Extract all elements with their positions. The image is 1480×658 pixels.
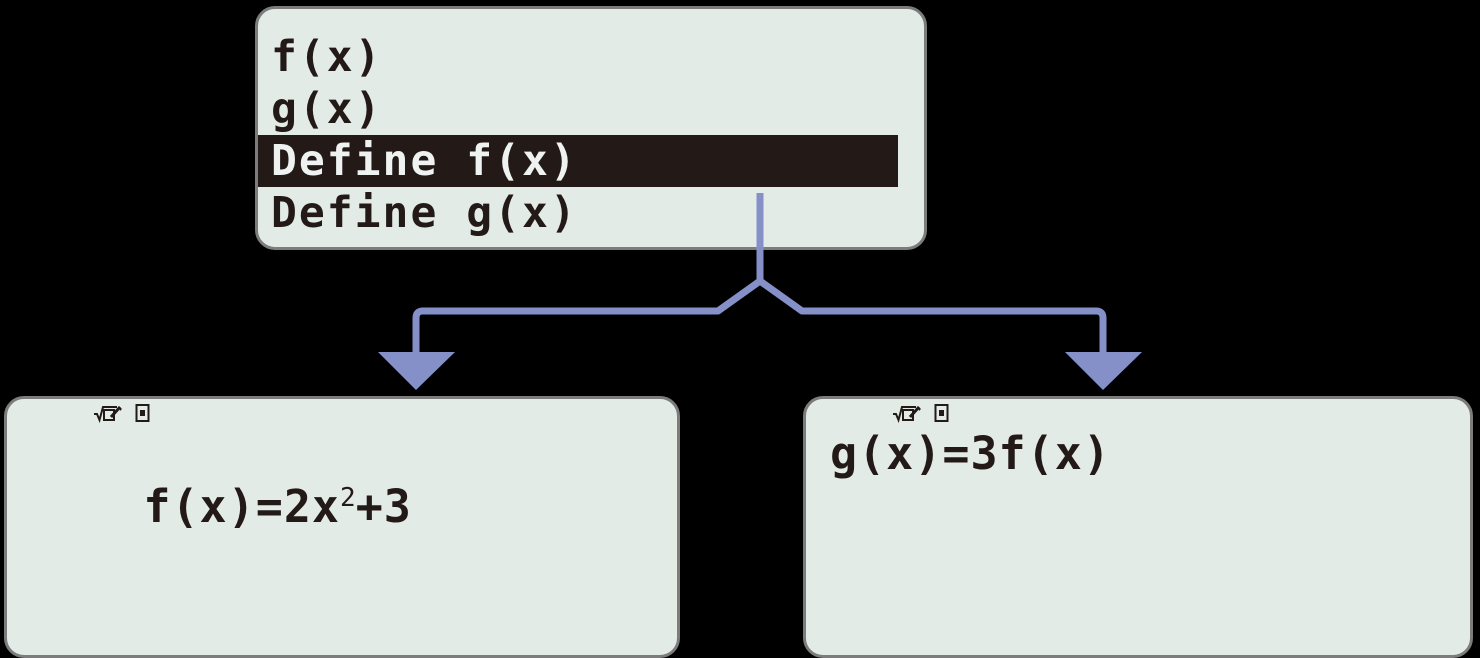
menu-item-gx[interactable]: g(x): [271, 84, 383, 134]
connector-branch-left: [412, 278, 763, 352]
arrowhead-left: [378, 352, 455, 390]
menu-item-define-fx[interactable]: Define f(x): [258, 135, 898, 187]
menu-item-fx[interactable]: f(x): [271, 32, 383, 82]
radical-box-pencil-icon: [93, 403, 123, 427]
radical-box-pencil-icon: [892, 403, 922, 427]
connector-branch-right: [757, 278, 1107, 352]
right-expression: g(x)=3f(x): [830, 427, 1111, 480]
right-status-row: [892, 402, 949, 428]
arrowhead-right: [1065, 352, 1142, 390]
right-definition-panel: g(x)=3f(x): [803, 396, 1473, 658]
boxed-square-icon: [135, 403, 150, 427]
left-status-row: [93, 402, 150, 428]
function-menu-panel: f(x) g(x) Define f(x) Define g(x): [255, 6, 927, 250]
left-definition-panel: f(x)=2x2+3: [4, 396, 680, 658]
menu-item-define-gx[interactable]: Define g(x): [271, 188, 578, 238]
left-expression: f(x)=2x2+3: [31, 427, 412, 586]
left-expression-suffix: +3: [355, 480, 412, 533]
function-menu-list: f(x) g(x) Define f(x) Define g(x): [258, 31, 924, 239]
left-expression-exponent: 2: [340, 483, 356, 513]
left-expression-prefix: f(x)=2x: [143, 480, 341, 533]
boxed-square-icon: [934, 403, 949, 427]
